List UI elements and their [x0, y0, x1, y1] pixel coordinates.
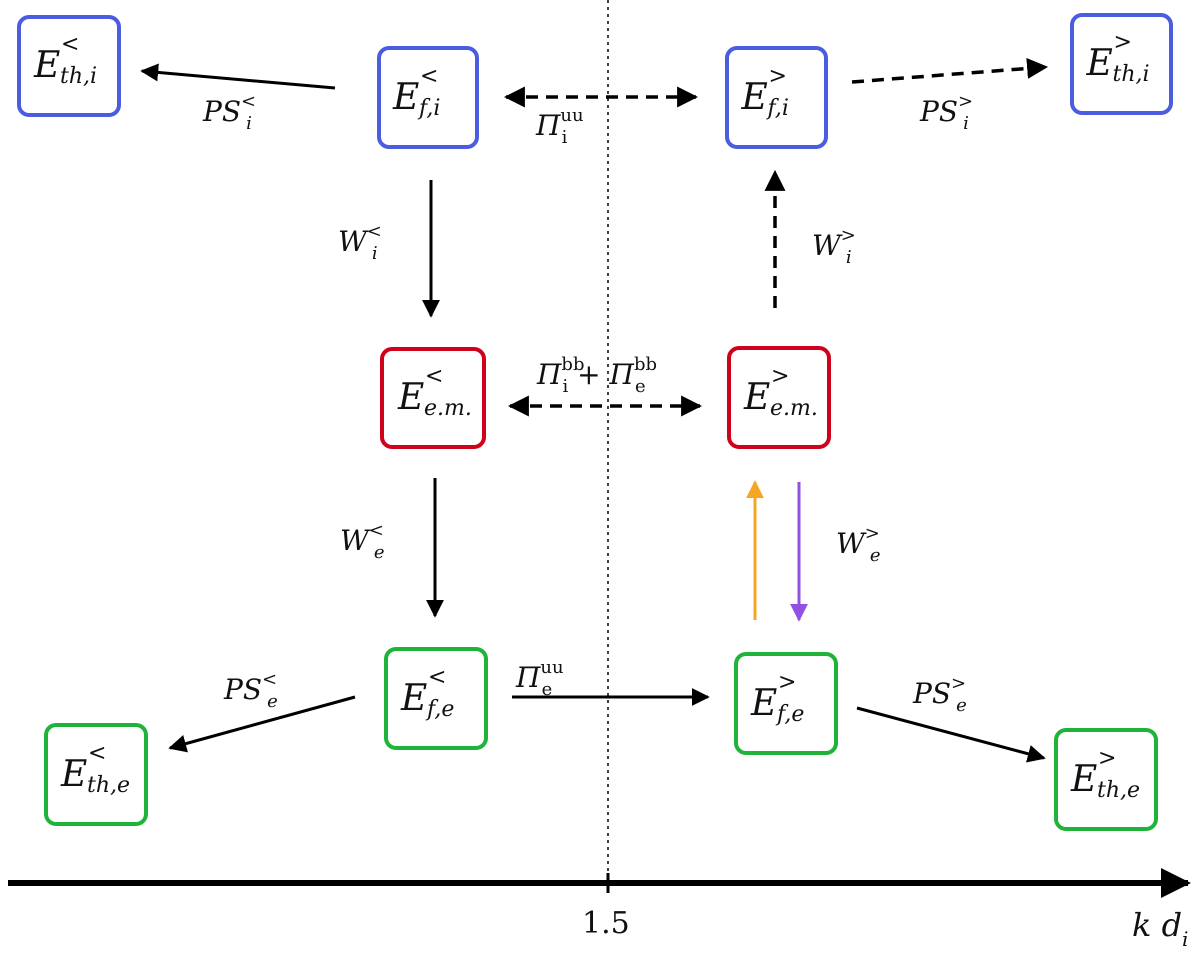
- label-Pi-bb: Πbbi + Πbbe: [537, 354, 657, 397]
- node-E-f-i-lt[interactable]: E<f,i: [377, 46, 479, 149]
- node-symbol: E<f,e: [401, 664, 455, 722]
- arrow-PS-e-gt: [856, 706, 1046, 763]
- node-E-f-e-lt[interactable]: E<f,e: [384, 647, 488, 750]
- node-symbol: E<th,i: [34, 32, 98, 89]
- node-E-f-e-gt[interactable]: E>f,e: [734, 652, 838, 755]
- node-E-th-e-lt[interactable]: E<th,e: [44, 723, 148, 826]
- node-E-f-i-gt[interactable]: E>f,i: [725, 46, 828, 149]
- label-PS-e-lt: PS<e: [224, 669, 278, 712]
- node-E-em-gt[interactable]: E>e.m.: [727, 346, 831, 449]
- arrow-PS-i-gt: [851, 57, 1049, 84]
- node-E-em-lt[interactable]: E<e.m.: [380, 347, 486, 449]
- node-symbol: E>f,e: [751, 669, 805, 727]
- label-Pi-e-uu: Πuue: [516, 657, 564, 700]
- node-symbol: E<f,i: [393, 63, 441, 121]
- node-symbol: E>e.m.: [744, 363, 818, 421]
- label-W-e-gt: W>e: [836, 523, 881, 566]
- node-symbol: E>th,i: [1086, 30, 1150, 87]
- arrow-PS-e-lt: [168, 695, 356, 753]
- label-Pi-i-uu: Πuui: [536, 105, 584, 148]
- axis-label-kdi: k di: [1132, 906, 1189, 951]
- label-W-i-lt: W<i: [338, 221, 382, 264]
- label-W-i-gt: W>i: [812, 225, 856, 268]
- node-E-th-i-lt[interactable]: E<th,i: [17, 15, 121, 117]
- label-PS-e-gt: PS>e: [913, 673, 967, 716]
- node-E-th-e-gt[interactable]: E>th,e: [1054, 728, 1158, 831]
- arrow-PS-i-lt: [140, 63, 336, 90]
- axis-tick-label: 1.5: [582, 906, 630, 941]
- node-symbol: E>th,e: [1071, 745, 1141, 803]
- label-PS-i-gt: PS>i: [920, 91, 974, 134]
- node-symbol: E>f,i: [741, 63, 789, 121]
- node-symbol: E<e.m.: [398, 364, 472, 421]
- node-E-th-i-gt[interactable]: E>th,i: [1070, 13, 1173, 115]
- node-symbol: E<th,e: [61, 740, 131, 798]
- label-PS-i-lt: PS<i: [203, 91, 257, 134]
- label-W-e-lt: W<e: [340, 520, 385, 563]
